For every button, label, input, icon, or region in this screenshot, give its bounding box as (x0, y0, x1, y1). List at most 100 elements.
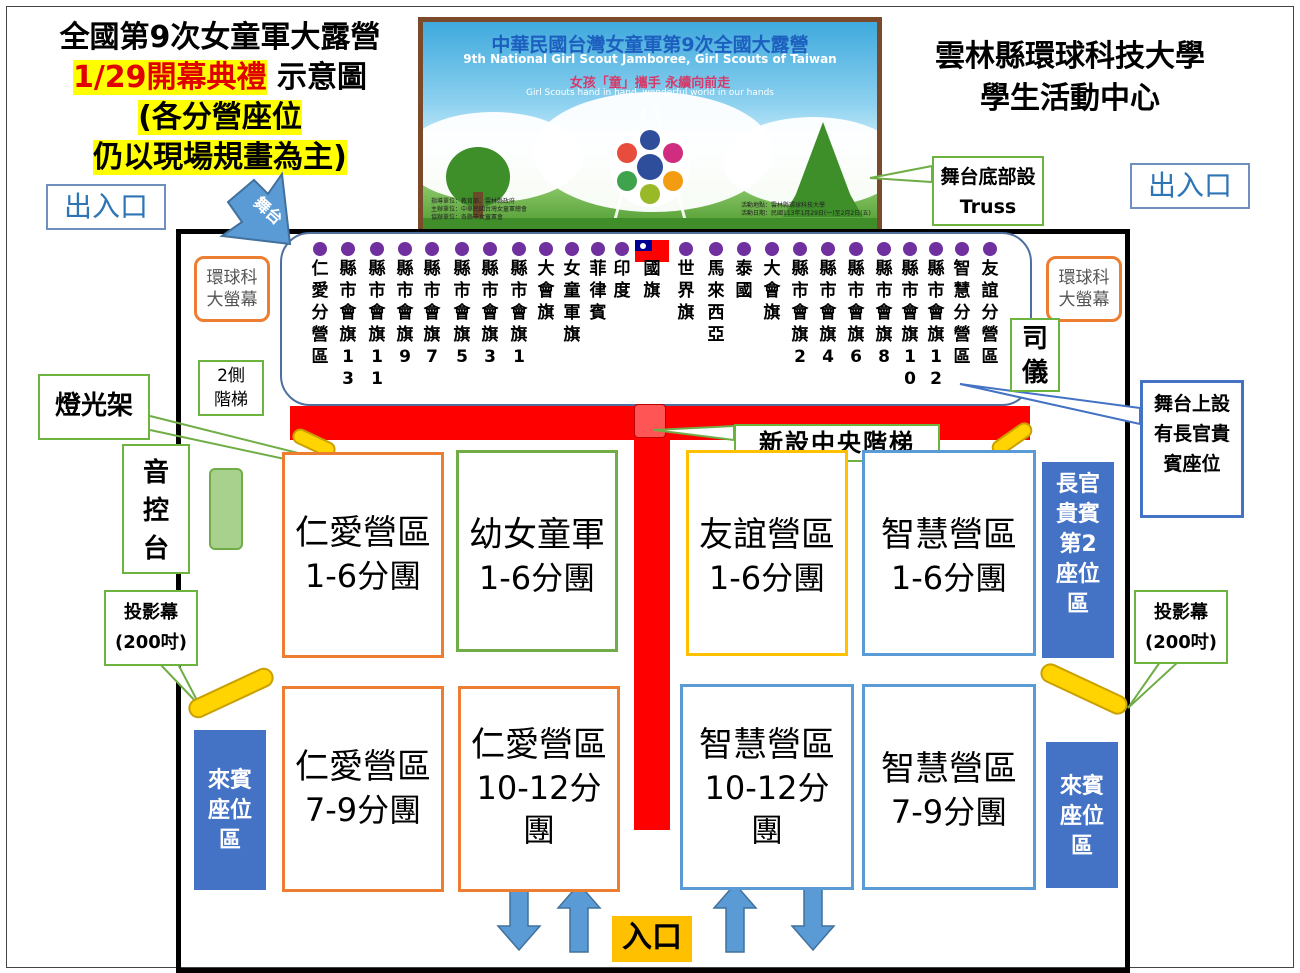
zone-groups: 7-9分團 (890, 793, 1008, 831)
zone-name: 仁愛營區 (295, 513, 431, 553)
truss-callout-text: 舞台底部設Truss (940, 166, 1036, 218)
zone-name: 仁愛營區 (471, 725, 607, 765)
flag-label: 縣市會旗1 (510, 259, 528, 367)
center-stairs-pointer (653, 424, 735, 442)
flag-position-dot (341, 242, 355, 256)
exit-left: 出入口 (46, 184, 166, 230)
zone-renai-1-6: 仁愛營區 1-6分團 (282, 452, 444, 658)
guest-seating-right-label: 來賓座位區 (1059, 774, 1104, 859)
flag-position-dot (425, 242, 439, 256)
zone-name: 智慧營區 (881, 515, 1017, 555)
guest-seating-left-label: 來賓座位區 (207, 768, 252, 853)
banner-slogan-en: Girl Scouts hand in hand, wonderful worl… (526, 88, 774, 98)
flag-position-dot (591, 242, 605, 256)
center-aisle-runway (634, 406, 670, 830)
title-note-2: 仍以現場規畫為主) (93, 140, 347, 175)
flag-position-dot (821, 242, 835, 256)
title-line-1: 全國第9次女童軍大露營 (59, 20, 381, 55)
flag-position-dot (849, 242, 863, 256)
screen-right: 環球科大螢幕 (1046, 256, 1122, 322)
light-rack-line-left (149, 415, 311, 457)
zone-groups: 10-12分 (704, 769, 830, 807)
arrow-up-2 (712, 882, 758, 953)
projector-right-label: 投影幕(200吋) (1144, 602, 1218, 653)
center-stairs-marker (634, 404, 666, 438)
school-name: 雲林縣環球科技大學 (935, 39, 1205, 74)
flag-label: 菲律賓 (589, 259, 607, 323)
flag-position-dot (679, 242, 693, 256)
zone-name: 智慧營區 (699, 725, 835, 765)
flag-position-dot (709, 242, 723, 256)
title-line-2: 1/29開幕典禮 示意圖 (20, 58, 420, 98)
national-flag-icon (635, 240, 669, 262)
flag-label: 縣市會旗13 (339, 259, 357, 389)
flag-label: 大會旗 (537, 259, 555, 323)
zone-groups: 1-6分團 (478, 559, 596, 597)
projector-left-label: 投影幕(200吋) (114, 602, 188, 653)
zone-groups: 1-6分團 (708, 559, 826, 597)
stage-arrow (219, 171, 292, 246)
truss-callout-pointer (869, 164, 933, 184)
zone-groups-cont: 團 (750, 811, 783, 849)
flag-label: 智慧分營區 (953, 259, 971, 367)
flag-position-dot (903, 242, 917, 256)
guest-seating-right: 來賓座位區 (1046, 742, 1118, 888)
flag-label: 大會旗 (763, 259, 781, 323)
side-stairs-callout: 2側階梯 (198, 360, 264, 416)
flag-label: 縣市會旗10 (901, 259, 919, 389)
flag-position-dot (313, 242, 327, 256)
event-banner: 中華民國台灣女童軍第9次全國大露營 9th National Girl Scou… (418, 17, 882, 235)
sound-desk (209, 468, 243, 550)
zone-groups: 10-12分 (476, 769, 602, 807)
flag-label: 縣市會旗5 (453, 259, 471, 367)
flag-position-dot (955, 242, 969, 256)
title-line-2-rest: 示意圖 (266, 60, 368, 95)
banner-organizers: 指導單位：教育部、雲林縣政府 主辦單位：中華民國台灣女童軍總會 協辦單位：各縣市… (431, 198, 528, 221)
flag-label: 縣市會旗8 (875, 259, 893, 367)
zone-renai-7-9: 仁愛營區 7-9分團 (282, 686, 444, 892)
screen-left-label: 環球科大螢幕 (206, 268, 258, 310)
flag-position-dot (615, 242, 629, 256)
title-date-highlight: 1/29開幕典禮 (72, 60, 267, 95)
flag-label: 縣市會旗2 (791, 259, 809, 367)
flag-label: 縣市會旗3 (481, 259, 499, 367)
flag-label: 縣市會旗9 (396, 259, 414, 367)
zone-zhihui-7-9: 智慧營區 7-9分團 (862, 684, 1036, 890)
flag-position-dot (455, 242, 469, 256)
truss-callout: 舞台底部設Truss (932, 156, 1044, 226)
banner-venue-info: 活動地點：雲林縣環球科技大學 活動日期：民國113年1月29日(一)至2月2日(… (741, 202, 871, 217)
flag-position-dot (765, 242, 779, 256)
flag-position-dot (565, 242, 579, 256)
flag-label: 仁愛分營區 (311, 259, 329, 367)
flag-position-dot (512, 242, 526, 256)
banner-illustration (423, 106, 877, 230)
projector-right-callout: 投影幕(200吋) (1134, 590, 1228, 664)
guest-seating-left: 來賓座位區 (194, 730, 266, 890)
light-rack-callout: 燈光架 (38, 374, 150, 440)
entrance-label: 入口 (612, 916, 692, 962)
zone-youyi-1-6: 友誼營區 1-6分團 (686, 450, 848, 656)
projector-right-pointer (1127, 661, 1181, 709)
flag-position-dot (370, 242, 384, 256)
flag-label: 女童軍旗 (563, 259, 581, 345)
vip-seating-zone-2-label: 長官貴賓第2座位區 (1055, 472, 1100, 617)
flag-position-dot (929, 242, 943, 256)
flag-label: 縣市會旗6 (847, 259, 865, 367)
title-note-1: (各分營座位 (138, 100, 302, 135)
banner-slogan: 女孩「童」攜手 永續向前走 (569, 76, 731, 91)
title-line-3: (各分營座位 (20, 98, 420, 138)
vip-seating-zone-2: 長官貴賓第2座位區 (1042, 462, 1114, 658)
flag-position-dot (877, 242, 891, 256)
zone-zhihui-10-12: 智慧營區 10-12分 團 (680, 684, 854, 890)
mc-label: 司儀 (1021, 324, 1048, 388)
flag-label: 縣市會旗4 (819, 259, 837, 367)
sound-desk-label: 音控台 (142, 458, 169, 564)
projector-screen-left (188, 667, 274, 719)
flag-position-dot (483, 242, 497, 256)
flag-position-dot (539, 242, 553, 256)
flag-label: 印度 (613, 259, 631, 301)
flag-position-dot (398, 242, 412, 256)
flag-position-dot (983, 242, 997, 256)
zone-groups-cont: 團 (522, 811, 555, 849)
